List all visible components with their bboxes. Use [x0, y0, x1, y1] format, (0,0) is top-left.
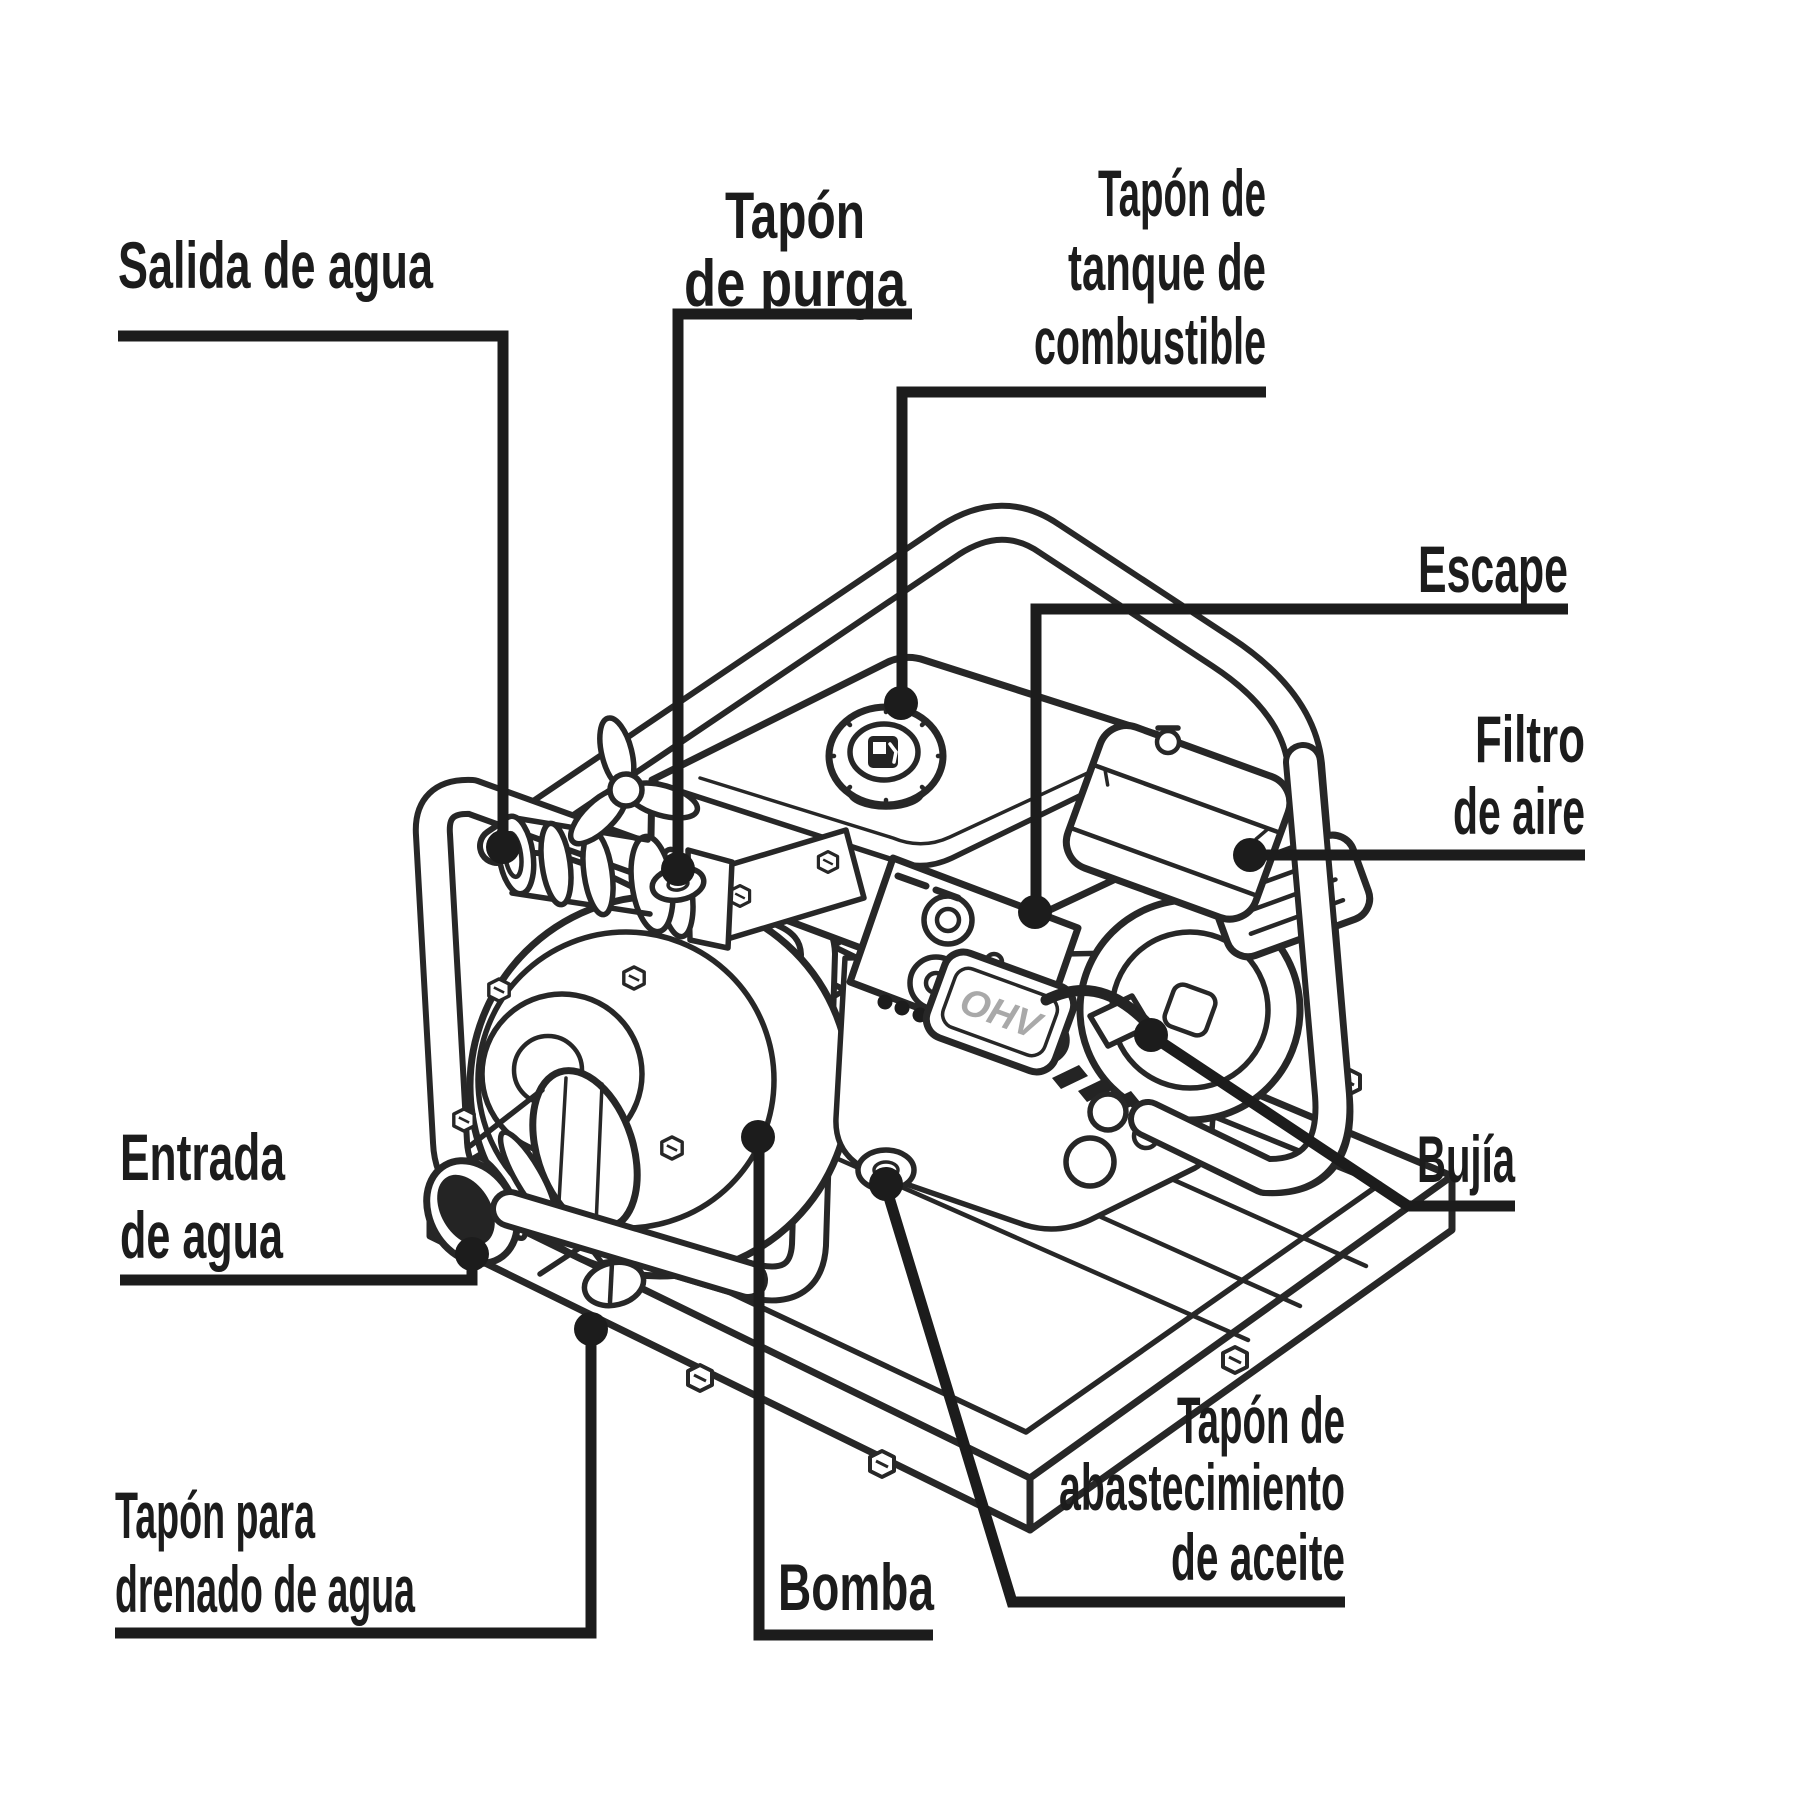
- leader-lines: [115, 308, 1585, 1641]
- dot-bomba: [741, 1120, 775, 1154]
- label-aceite-3: de aceite: [1171, 1520, 1345, 1594]
- leader-aceite: [882, 1192, 1345, 1608]
- leader-escape: [1030, 603, 1568, 903]
- label-aceite-1: Tapón de: [1177, 1383, 1345, 1457]
- label-tapon-combustible-3: combustible: [1034, 304, 1266, 378]
- dot-combustible: [884, 686, 918, 720]
- leader-drenado: [115, 1340, 597, 1639]
- ohv-valve-cover: OHV: [922, 948, 1078, 1076]
- label-bujia: Bujía: [1417, 1122, 1516, 1196]
- label-tapon-de-purga-2: de purga: [684, 246, 907, 320]
- frame-front-hoop-overlay: [490, 1189, 768, 1300]
- dot-escape: [1018, 895, 1052, 929]
- water-inlet-barb: [423, 1067, 641, 1277]
- label-drenado-2: drenado de agua: [115, 1552, 416, 1626]
- label-entrada-1: Entrada: [120, 1120, 286, 1194]
- leader-bomba: [753, 1150, 933, 1641]
- frame-rear-hoop-overlay: [1128, 742, 1353, 1196]
- label-tapon-combustible-1: Tapón de: [1098, 156, 1266, 230]
- dot-purga: [661, 852, 695, 886]
- base-bolt: [868, 1449, 896, 1479]
- label-drenado-1: Tapón para: [115, 1478, 316, 1552]
- dot-filtro: [1233, 838, 1267, 872]
- label-tapon-combustible-2: tanque de: [1068, 230, 1266, 304]
- base-bolt: [686, 1363, 714, 1393]
- label-salida-de-agua: Salida de agua: [118, 228, 434, 302]
- label-entrada-2: de agua: [120, 1198, 284, 1272]
- dot-entrada: [455, 1237, 489, 1271]
- label-aceite-2: abastecimiento: [1059, 1450, 1345, 1524]
- fuel-tank-cap: [825, 703, 947, 810]
- fuel-icon: [868, 736, 898, 768]
- label-bomba: Bomba: [778, 1550, 935, 1624]
- label-filtro-1: Filtro: [1475, 702, 1585, 776]
- leader-combustible: [896, 386, 1266, 694]
- leader-purga: [672, 308, 912, 861]
- dot-aceite: [869, 1167, 903, 1201]
- dot-salida: [486, 830, 520, 864]
- leader-salida: [118, 330, 509, 840]
- dot-drenado: [574, 1312, 608, 1346]
- leader-bujia: [1154, 1035, 1515, 1212]
- label-escape: Escape: [1418, 532, 1568, 606]
- labels: Salida de agua Tapón de purga Tapón de t…: [115, 156, 1585, 1626]
- base-bolt: [1221, 1345, 1249, 1375]
- label-filtro-2: de aire: [1453, 774, 1585, 848]
- label-tapon-de-purga-1: Tapón: [725, 178, 865, 252]
- dot-bujia: [1134, 1018, 1168, 1052]
- air-filter: [1062, 722, 1294, 923]
